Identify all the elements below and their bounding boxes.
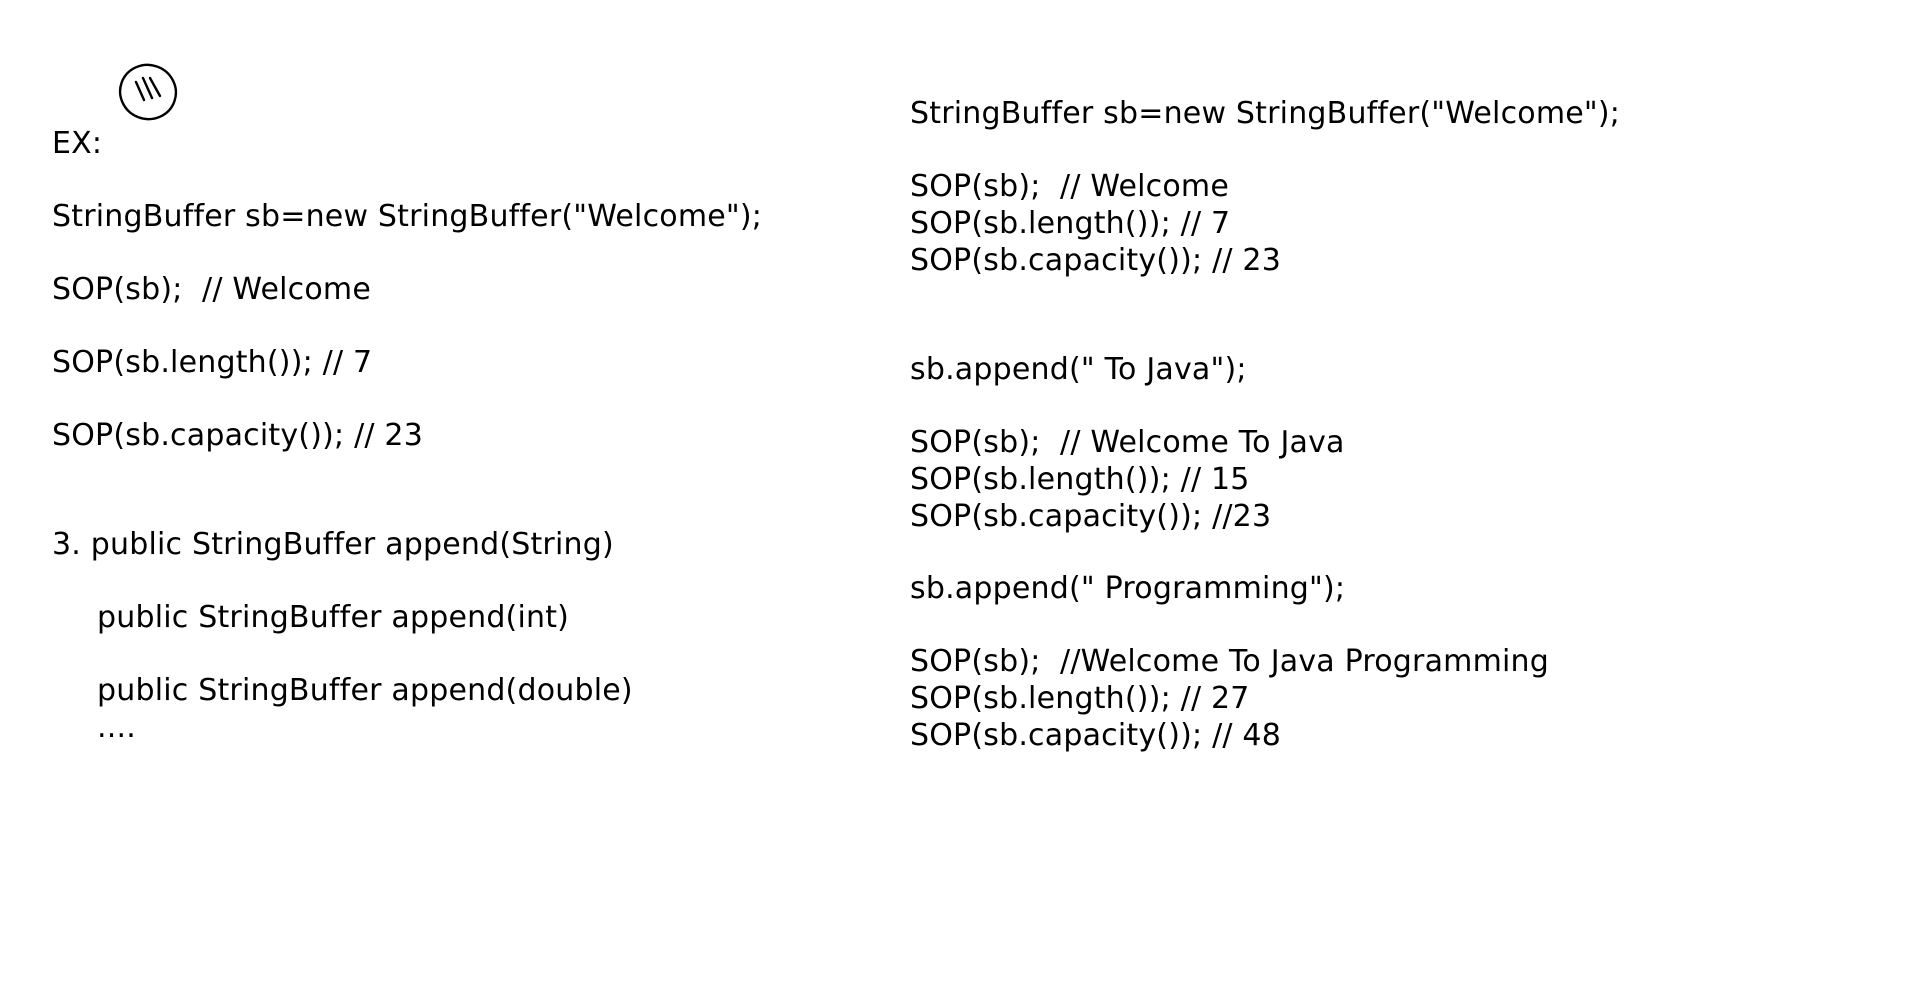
append-method-ellipsis: .... [97, 710, 136, 745]
right-block1-sop-length: SOP(sb.length()); // 7 [910, 206, 1231, 241]
right-block2-sop-capacity: SOP(sb.capacity()); //23 [910, 499, 1272, 534]
right-block3-sop-length: SOP(sb.length()); // 27 [910, 681, 1250, 716]
right-append-programming: sb.append(" Programming"); [910, 571, 1346, 606]
right-block2-sop-sb: SOP(sb); // Welcome To Java [910, 425, 1345, 460]
left-sop-capacity: SOP(sb.capacity()); // 23 [52, 418, 423, 453]
right-block3-sop-sb: SOP(sb); //Welcome To Java Programming [910, 644, 1550, 679]
right-block3-sop-capacity: SOP(sb.capacity()); // 48 [910, 718, 1281, 753]
left-stringbuffer-declaration: StringBuffer sb=new StringBuffer("Welcom… [52, 199, 763, 234]
example-label: EX: [52, 126, 103, 161]
right-stringbuffer-declaration: StringBuffer sb=new StringBuffer("Welcom… [910, 96, 1621, 131]
left-sop-length: SOP(sb.length()); // 7 [52, 345, 373, 380]
append-method-int: public StringBuffer append(int) [97, 600, 570, 635]
right-append-to-java: sb.append(" To Java"); [910, 352, 1247, 387]
left-sop-sb: SOP(sb); // Welcome [52, 272, 371, 307]
append-method-double: public StringBuffer append(double) [97, 673, 633, 708]
handwritten-circle-mark-icon [118, 63, 178, 121]
right-block2-sop-length: SOP(sb.length()); // 15 [910, 462, 1250, 497]
right-block1-sop-capacity: SOP(sb.capacity()); // 23 [910, 243, 1281, 278]
right-block1-sop-sb: SOP(sb); // Welcome [910, 169, 1229, 204]
append-method-heading: 3. public StringBuffer append(String) [52, 527, 614, 562]
